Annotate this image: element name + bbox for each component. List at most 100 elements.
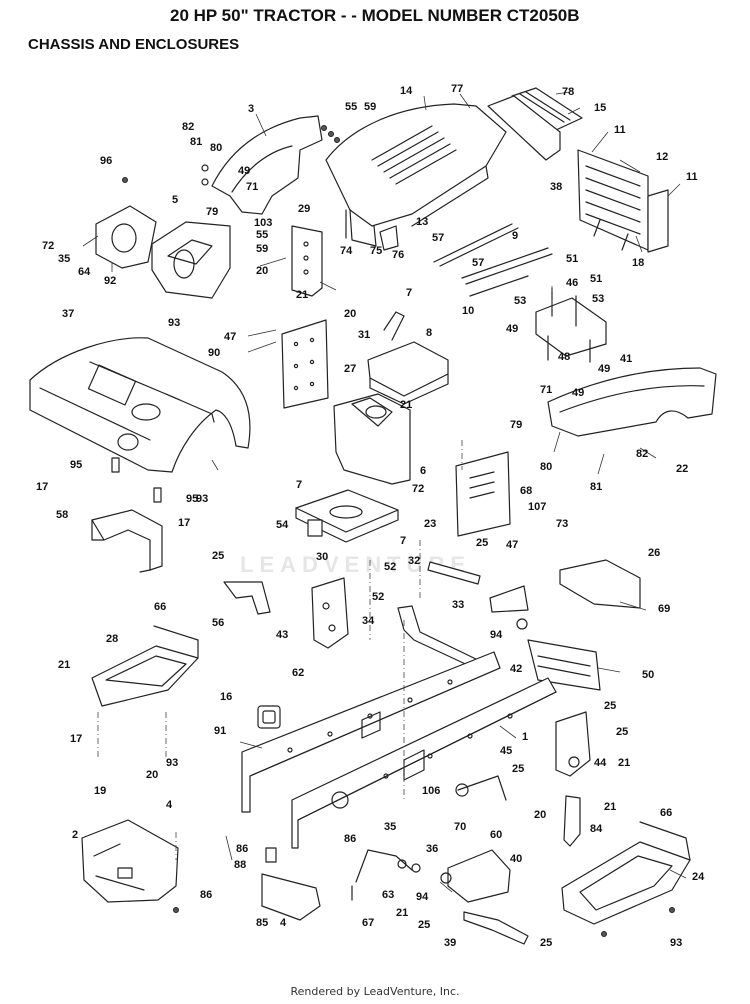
callout: 17 [36, 481, 48, 493]
callout: 39 [444, 937, 456, 949]
part-plate-2 [81, 819, 179, 903]
callout: 81 [190, 136, 202, 148]
callout: 15 [594, 102, 606, 114]
callout: 79 [510, 419, 522, 431]
callouts: 3 14 77 78 15 55 59 82 81 80 96 49 71 79… [36, 83, 705, 949]
callout: 17 [178, 517, 190, 529]
callout: 86 [236, 843, 248, 855]
callout: 44 [594, 757, 607, 769]
callout: 7 [400, 535, 406, 547]
part-rods [433, 223, 553, 297]
part-bracket-34 [397, 605, 479, 669]
callout: 82 [182, 121, 194, 133]
callout: 4 [166, 799, 173, 811]
callout: 74 [340, 245, 353, 257]
part-bracket-84 [563, 795, 581, 847]
callout: 94 [416, 891, 429, 903]
part-dash-panel [201, 115, 323, 215]
callout: 25 [604, 700, 616, 712]
callout: 14 [400, 85, 413, 97]
callout: 71 [540, 384, 552, 396]
callout: 51 [590, 273, 602, 285]
callout: 37 [62, 308, 74, 320]
callout: 52 [372, 591, 384, 603]
callout: 25 [616, 726, 628, 738]
callout: 88 [234, 859, 246, 871]
part-seat-mount-plate [295, 489, 399, 543]
callout: 58 [56, 509, 68, 521]
callout: 93 [166, 757, 178, 769]
part-plate-23 [455, 451, 511, 537]
part-bracket-33 [489, 585, 529, 630]
callout: 56 [212, 617, 224, 629]
callout: 59 [364, 101, 376, 113]
callout: 36 [426, 843, 438, 855]
callout: 94 [490, 629, 503, 641]
part-pins [111, 457, 162, 503]
page-title: 20 HP 50" TRACTOR - - MODEL NUMBER CT205… [170, 6, 580, 25]
callout: 47 [506, 539, 518, 551]
part-bolts-93 [173, 907, 675, 937]
callout: 18 [632, 257, 644, 269]
callout: 24 [692, 871, 705, 883]
footer-credit: Rendered by LeadVenture, Inc. [290, 985, 460, 998]
callout: 23 [424, 518, 436, 530]
part-bracket-39 [463, 911, 529, 945]
part-hood [325, 103, 507, 247]
part-bracket-44 [555, 711, 591, 777]
callout: 51 [566, 253, 578, 265]
callout: 25 [418, 919, 430, 931]
callout: 66 [660, 807, 672, 819]
callout: 21 [400, 399, 412, 411]
callout: 20 [256, 265, 268, 277]
callout: 55 [256, 229, 268, 241]
callout: 66 [154, 601, 166, 613]
callout: 52 [384, 561, 396, 573]
part-plate-43 [311, 577, 349, 649]
part-bracket-50 [527, 639, 601, 691]
callout: 42 [510, 663, 522, 675]
callout: 29 [298, 203, 310, 215]
callout: 93 [670, 937, 682, 949]
callout: 21 [618, 757, 630, 769]
callout: 34 [362, 615, 375, 627]
callout: 47 [224, 331, 236, 343]
callout: 1 [522, 731, 528, 743]
callout: 53 [514, 295, 526, 307]
part-hinge [345, 209, 399, 251]
callout: 2 [72, 829, 78, 841]
callout: 48 [558, 351, 570, 363]
callout: 60 [490, 829, 502, 841]
callout: 59 [256, 243, 268, 255]
callout: 50 [642, 669, 654, 681]
part-grille-top [487, 87, 583, 161]
callout: 103 [254, 217, 272, 229]
callout: 41 [620, 353, 632, 365]
callout: 75 [370, 245, 382, 257]
callout: 21 [396, 907, 408, 919]
callout: 63 [382, 889, 394, 901]
part-front-bumper [547, 367, 717, 437]
callout: 20 [146, 769, 158, 781]
callout: 43 [276, 629, 288, 641]
callout: 96 [100, 155, 112, 167]
callout: 20 [534, 809, 546, 821]
callout: 32 [408, 555, 420, 567]
callout: 27 [344, 363, 356, 375]
callout: 35 [384, 821, 396, 833]
callout: 25 [212, 550, 224, 562]
callout: 7 [406, 287, 412, 299]
callout: 22 [676, 463, 688, 475]
part-frame-rail-left [241, 651, 501, 813]
part-rear-fender [29, 337, 251, 473]
part-deck-plate-8 [367, 311, 449, 405]
callout: 95 [70, 459, 82, 471]
callout: 17 [70, 733, 82, 745]
callout: 3 [248, 103, 254, 115]
callout: 49 [572, 387, 584, 399]
callout: 10 [462, 305, 474, 317]
callout: 80 [210, 142, 222, 154]
callout: 95 [186, 493, 198, 505]
callout: 77 [451, 83, 463, 95]
